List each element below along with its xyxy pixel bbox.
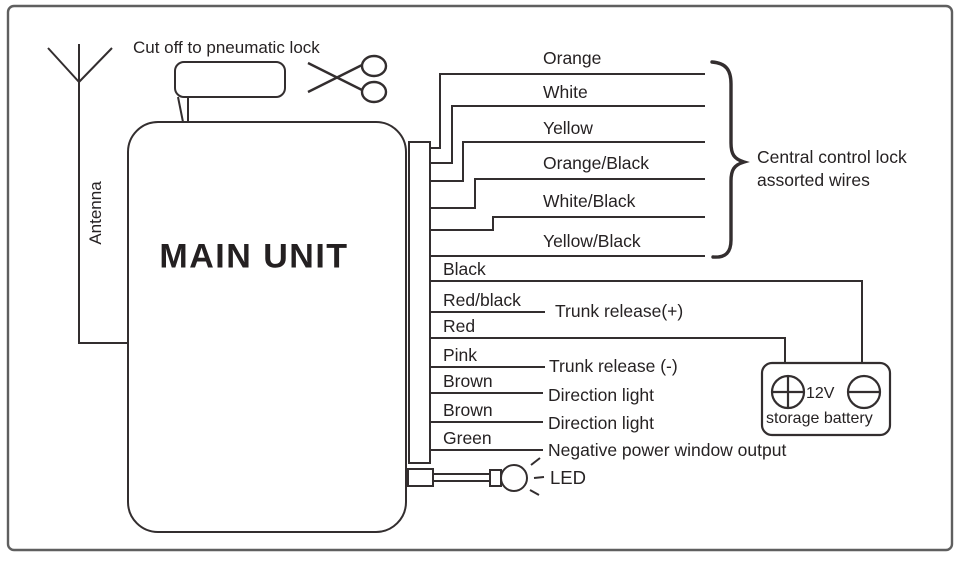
led-label: LED (550, 467, 586, 488)
central-lock-wires (430, 73, 705, 257)
wire-label-pink: Pink (443, 345, 478, 365)
wire-label-red: Red (443, 316, 476, 336)
function-label-trunk-release-positive: Trunk release(+) (555, 301, 684, 321)
minus-terminal-icon (846, 374, 882, 410)
antenna-icon (47, 44, 128, 344)
battery-name-label: storage battery (766, 410, 873, 427)
plus-terminal-icon (770, 374, 806, 410)
central-lock-group-label-line1: Central control lock (757, 147, 907, 167)
wire-label-white: White (543, 82, 588, 102)
battery-voltage-label: 12V (806, 385, 835, 402)
battery-box (760, 361, 892, 437)
wire-label-orange: Orange (543, 48, 602, 68)
wire-label-green: Green (443, 428, 492, 448)
wire-black (430, 280, 863, 363)
function-label-direction-light-2: Direction light (548, 413, 655, 433)
scissors-icon (307, 54, 388, 104)
wire-label-yellow: Yellow (543, 118, 593, 138)
led-bulb-icon (407, 457, 545, 496)
diagram-frame (6, 4, 954, 552)
wire-label-red-black: Red/black (443, 290, 521, 310)
function-label-trunk-release-negative: Trunk release (-) (549, 356, 678, 376)
wire-label-yellow-black: Yellow/Black (543, 231, 641, 251)
wire-label-orange-black: Orange/Black (543, 153, 650, 173)
central-lock-group-label: Central control lock assorted wires (757, 146, 907, 192)
wire-white (430, 105, 705, 164)
wire-label-brown-2: Brown (443, 400, 493, 420)
wire-orange-black (430, 178, 705, 209)
function-label-negative-power-window: Negative power window output (548, 440, 787, 460)
wire-red (430, 337, 786, 363)
wire-label-black: Black (443, 259, 486, 279)
main-unit-box (127, 121, 407, 533)
main-unit-label: MAIN UNIT (159, 237, 349, 276)
pneumatic-lock-loop (174, 61, 286, 123)
wire-white-black (430, 216, 705, 231)
wire-label-white-black: White/Black (543, 191, 636, 211)
wire-orange (430, 73, 705, 149)
antenna-label: Antenna (86, 181, 105, 245)
function-label-direction-light-1: Direction light (548, 385, 655, 405)
curly-brace (710, 60, 750, 259)
connector-strip (408, 141, 431, 464)
wire-label-brown-1: Brown (443, 371, 493, 391)
wire-yellow (430, 141, 705, 182)
cutoff-label: Cut off to pneumatic lock (133, 38, 320, 57)
output-wires (430, 280, 863, 451)
central-lock-group-label-line2: assorted wires (757, 170, 870, 190)
